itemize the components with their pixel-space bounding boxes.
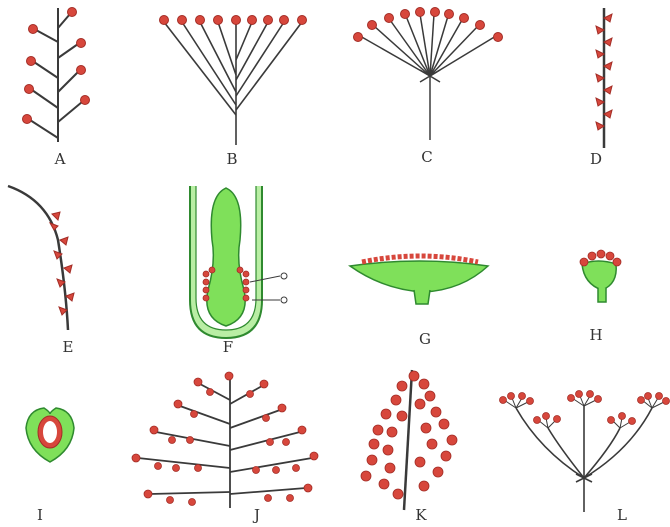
flower bbox=[460, 14, 469, 23]
flower bbox=[23, 115, 32, 124]
flower bbox=[368, 21, 377, 30]
label-g: G bbox=[419, 330, 431, 348]
flower bbox=[25, 85, 34, 94]
flower bbox=[196, 16, 205, 25]
figure-i-hypanthodium bbox=[26, 408, 74, 462]
flower bbox=[178, 16, 187, 25]
label-b: B bbox=[226, 150, 237, 168]
figure-b-corymb bbox=[164, 22, 302, 145]
label-h: H bbox=[589, 326, 602, 344]
flower bbox=[232, 16, 241, 25]
flower bbox=[354, 33, 363, 42]
figure-k-thyrse bbox=[361, 370, 457, 510]
flower bbox=[214, 16, 223, 25]
label-a: A bbox=[54, 150, 66, 168]
figure-d-spike bbox=[596, 8, 612, 148]
flower bbox=[416, 8, 425, 17]
label-i: I bbox=[37, 506, 43, 524]
flower bbox=[29, 25, 38, 34]
flower bbox=[401, 10, 410, 19]
label-k: K bbox=[415, 506, 427, 524]
figure-f-spadix bbox=[190, 186, 287, 338]
flower bbox=[264, 16, 273, 25]
flower bbox=[27, 57, 36, 66]
flower bbox=[77, 39, 86, 48]
flower bbox=[160, 16, 169, 25]
figure-e-catkin bbox=[8, 186, 74, 330]
flower bbox=[248, 16, 257, 25]
flower bbox=[494, 33, 503, 42]
label-d: D bbox=[590, 150, 602, 168]
flower bbox=[68, 8, 77, 17]
flower bbox=[298, 16, 307, 25]
flower bbox=[476, 21, 485, 30]
label-f: F bbox=[223, 338, 233, 356]
flower bbox=[81, 96, 90, 105]
label-l: L bbox=[617, 506, 627, 524]
flower bbox=[445, 10, 454, 19]
label-j: J bbox=[252, 506, 260, 524]
flower bbox=[431, 8, 440, 17]
figure-g-receptacle bbox=[350, 256, 488, 304]
figure-h-capitulum bbox=[580, 250, 621, 302]
label-c: C bbox=[421, 148, 432, 166]
label-e: E bbox=[63, 338, 74, 356]
flower bbox=[77, 66, 86, 75]
flower bbox=[385, 14, 394, 23]
figure-c-umbel bbox=[360, 14, 496, 140]
flower bbox=[280, 16, 289, 25]
